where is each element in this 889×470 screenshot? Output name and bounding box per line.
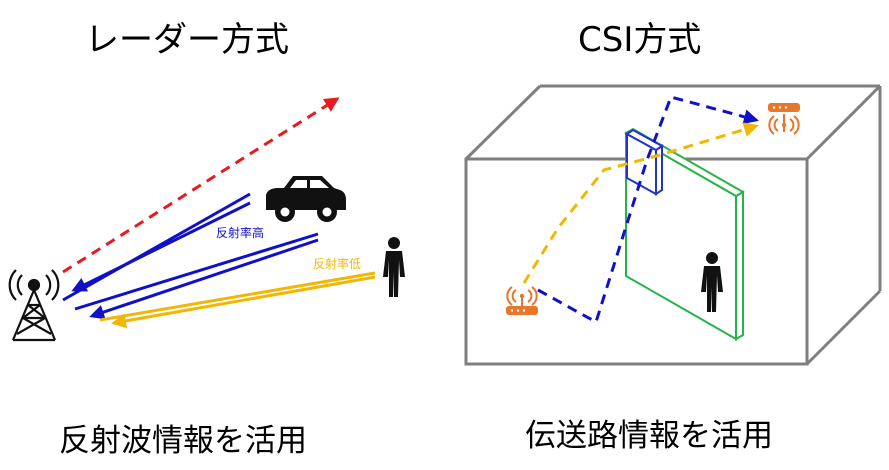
reflect-high-label: 反射率高 — [216, 225, 264, 240]
left-caption: 反射波情報を活用 — [59, 423, 307, 459]
blue-arrow-car-out — [71, 201, 251, 292]
blue-arrow-lower-out — [89, 238, 319, 320]
right-title: CSI方式 — [578, 20, 702, 60]
reflect-low-label: 反射率低 — [313, 256, 361, 271]
person-room-icon — [701, 252, 723, 312]
yellow-arrow-in — [99, 271, 376, 322]
router-transmitter-icon — [506, 286, 538, 315]
room-box — [464, 84, 882, 366]
yellow-arrow-out — [111, 275, 376, 329]
car-icon — [266, 176, 346, 222]
left-title: レーダー方式 — [85, 20, 289, 60]
ris-panel — [625, 128, 664, 196]
router-receiver-icon — [768, 103, 800, 135]
blue-arrow-car-in — [62, 192, 251, 302]
right-caption: 伝送路情報を活用 — [525, 418, 773, 454]
blue-arrow-lower-in — [74, 232, 319, 311]
blue-dashed-path — [537, 95, 759, 325]
yellow-dashed-path — [522, 122, 759, 284]
antenna-tower-icon — [8, 269, 60, 342]
red-dashed-arrow — [62, 97, 340, 274]
person-icon — [383, 237, 405, 297]
